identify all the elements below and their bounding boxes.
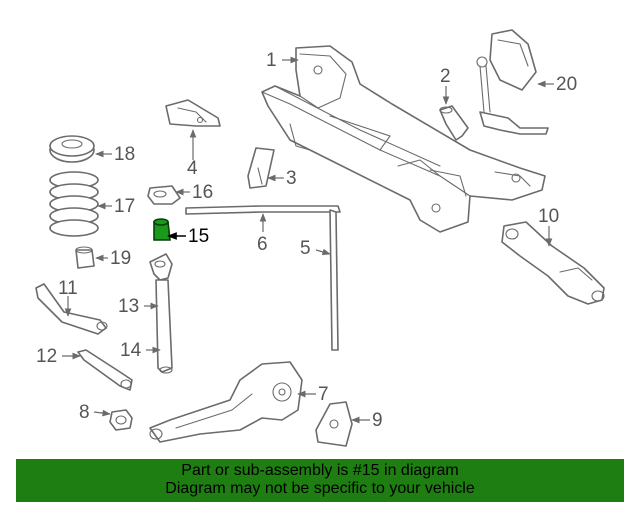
part-bushing-bolt[interactable] (109, 409, 133, 431)
part-stabilizer-link[interactable] (329, 209, 339, 351)
part-subframe[interactable] (261, 45, 546, 233)
part-height-sensor[interactable] (476, 29, 549, 135)
callout-7: 7 (318, 384, 329, 405)
callout-1: 1 (266, 50, 277, 71)
callout-16: 16 (192, 182, 213, 203)
callout-8: 8 (79, 402, 90, 423)
part-shock-absorber[interactable] (149, 253, 173, 374)
callout-15: 15 (188, 226, 209, 247)
part-spring-seat[interactable] (49, 135, 95, 163)
notice-banner: Part or sub-assembly is #15 in diagram D… (16, 459, 624, 502)
part-bump-cap[interactable] (75, 246, 95, 269)
part-upper-link[interactable] (35, 283, 108, 335)
callout-2: 2 (440, 66, 451, 87)
callout-9: 9 (372, 410, 383, 431)
part-bump-stop[interactable] (439, 105, 469, 141)
part-bracket[interactable] (247, 147, 275, 189)
callout-12: 12 (36, 346, 57, 367)
callout-20: 20 (556, 74, 577, 95)
part-stabilizer-bar[interactable] (185, 205, 341, 215)
callout-5: 5 (300, 238, 311, 259)
callout-labels: 1 2 3 4 5 6 7 8 9 10 11 12 13 14 15 16 1… (36, 50, 577, 431)
callout-17: 17 (114, 196, 135, 217)
part-knuckle[interactable] (149, 361, 303, 443)
part-shock-mount[interactable] (147, 185, 181, 205)
part-lateral-link[interactable] (77, 349, 133, 391)
callout-4: 4 (187, 158, 198, 179)
leader-lines (62, 56, 554, 424)
part-mount-bracket[interactable] (165, 99, 221, 127)
callout-6: 6 (257, 234, 268, 255)
notice-line-1: Part or sub-assembly is #15 in diagram (181, 462, 459, 479)
callout-19: 19 (110, 248, 131, 269)
part-plate[interactable] (315, 401, 353, 447)
callout-10: 10 (538, 206, 559, 227)
part-coil-spring[interactable] (49, 171, 99, 237)
callout-11: 11 (58, 278, 78, 299)
part-15-highlight[interactable] (153, 218, 171, 241)
callout-3: 3 (286, 168, 297, 189)
callout-18: 18 (114, 144, 135, 165)
callout-13: 13 (118, 296, 139, 317)
part-lower-arm[interactable] (501, 221, 605, 305)
notice-line-2: Diagram may not be specific to your vehi… (165, 480, 475, 497)
callout-14: 14 (120, 340, 142, 361)
